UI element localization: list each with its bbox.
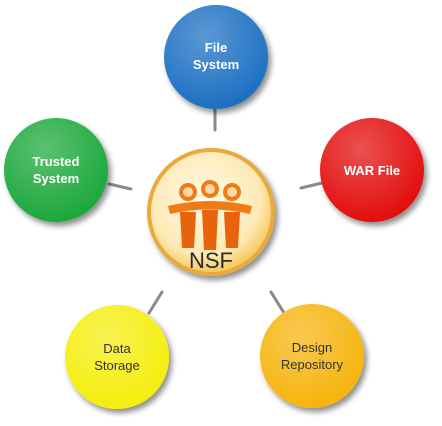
- lotus-notes-people-icon: [168, 180, 252, 250]
- node-trusted-system-line-1: Trusted: [33, 154, 80, 169]
- connector-data-storage: [147, 290, 164, 315]
- node-file-system-line-2: System: [193, 57, 239, 72]
- node-file-system: File System: [164, 5, 268, 109]
- hub-label: NSF: [189, 248, 233, 273]
- connector-trusted-system: [107, 182, 133, 191]
- connector-war-file: [299, 181, 324, 190]
- node-data-storage: Data Storage: [65, 305, 169, 409]
- node-file-system-line-1: File: [205, 40, 227, 55]
- node-design-repository-line-2: Repository: [281, 357, 344, 372]
- connector-design-repository: [269, 290, 286, 315]
- node-war-file-line-1: WAR File: [344, 163, 400, 178]
- node-design-repository: Design Repository: [260, 304, 364, 408]
- hub-nsf: NSF: [147, 148, 275, 276]
- connectors: [107, 106, 324, 315]
- node-data-storage-line-2: Storage: [94, 358, 140, 373]
- node-trusted-system: Trusted System: [4, 118, 108, 222]
- node-design-repository-line-1: Design: [292, 340, 332, 355]
- node-trusted-system-line-2: System: [33, 171, 79, 186]
- node-war-file: WAR File: [320, 118, 424, 222]
- node-data-storage-line-1: Data: [103, 341, 131, 356]
